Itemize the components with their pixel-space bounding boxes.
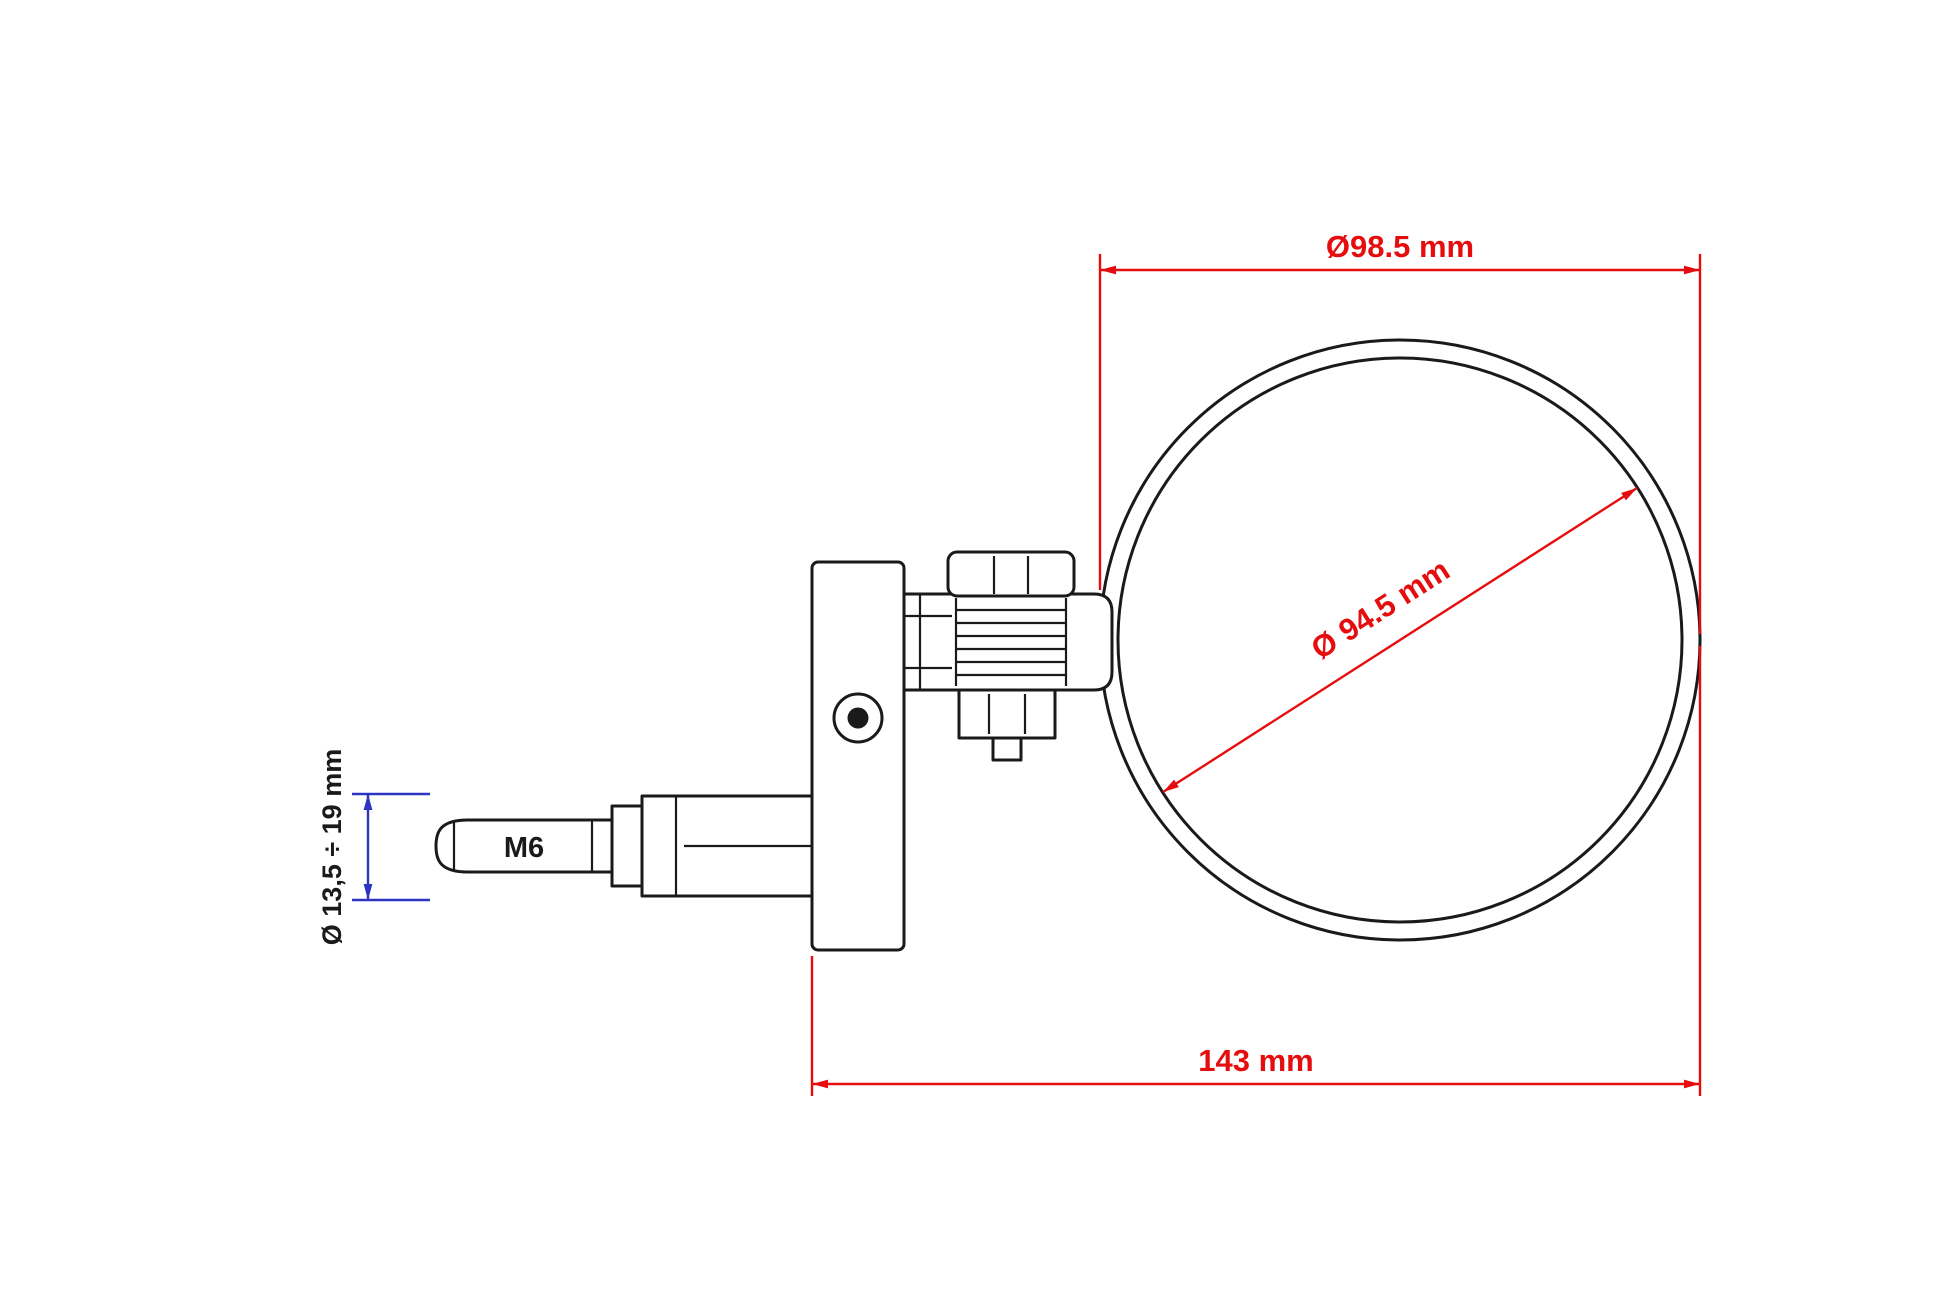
expander-bolt-shaft	[434, 818, 614, 874]
washer	[610, 804, 644, 888]
pivot-clamp	[902, 550, 1114, 762]
glass-diameter-label: Ø 94.5 mm	[1305, 552, 1456, 666]
hinge-nut	[957, 688, 1057, 740]
dimension-outer-diameter: Ø98.5 mm	[1098, 229, 1702, 634]
mount-stem-body	[810, 560, 906, 952]
stem-assembly: M6	[434, 560, 906, 952]
hinge-bolt-head	[946, 550, 1076, 598]
overall-length-label: 143 mm	[1198, 1043, 1313, 1078]
dimension-line-glass-diameter	[1162, 486, 1638, 794]
pivot-screw-head	[832, 692, 884, 744]
bolt-thread-label: M6	[504, 832, 544, 864]
hinge-bolt-stub	[991, 736, 1023, 762]
dimension-glass-diameter: Ø 94.5 mm	[1162, 486, 1638, 794]
clamp-range-label: Ø 13,5 ÷ 19 mm	[317, 749, 347, 945]
mirror-glass-outline	[1116, 356, 1684, 924]
dimension-clamp-range: Ø 13,5 ÷ 19 mm	[317, 749, 430, 945]
pivot-screw-socket	[847, 707, 869, 729]
outer-diameter-label: Ø98.5 mm	[1326, 229, 1474, 264]
dimension-overall-length: 143 mm	[810, 646, 1702, 1096]
